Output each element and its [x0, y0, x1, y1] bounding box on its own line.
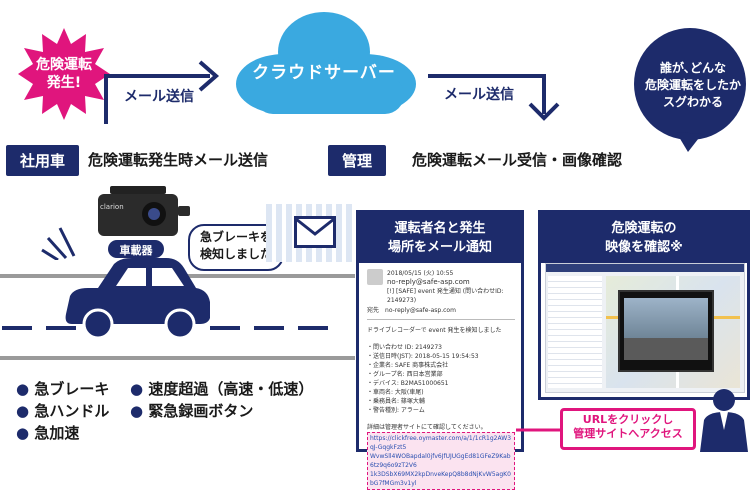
- video-confirm-panel: 危険運転の 映像を確認※: [538, 210, 750, 400]
- email-to: 宛先 no-reply@safe-asp.com: [367, 307, 456, 314]
- mail-panel-title: 運転者名と発生 場所をメール通知: [359, 213, 521, 263]
- feature-item: ● 速度超過（高速・低速）: [130, 380, 314, 398]
- mail-send-label-right: メール送信: [444, 87, 514, 103]
- company-car-tag: 社用車: [6, 145, 80, 176]
- speech-bubble-icon: [634, 28, 746, 152]
- email-line: ・送信日時(JST): 2018-05-15 19:54:53: [367, 353, 479, 360]
- email-line: ・問い合わせ ID: 2149273: [367, 344, 442, 351]
- flow-arrow-left: [104, 60, 220, 124]
- device-brand: clarion: [100, 203, 124, 211]
- sender-avatar: [367, 269, 383, 285]
- video-player[interactable]: [618, 290, 714, 372]
- email-line: ・企業名: SAFE 商事株式会社: [367, 362, 449, 369]
- speed-lines-icon: [41, 227, 76, 260]
- admin-site-screenshot: [545, 263, 745, 393]
- email-line: ・警告種別: アラーム: [367, 407, 425, 414]
- feature-item: ● 急ブレーキ: [16, 380, 110, 398]
- feature-list-col2: ● 速度超過（高速・低速） ● 緊急録画ボタン: [130, 378, 313, 422]
- mail-envelope-icon: [294, 216, 336, 248]
- event-list: [548, 276, 602, 388]
- manager-person-icon: [700, 389, 748, 452]
- mail-notification-panel: 運転者名と発生 場所をメール通知 2018/05/15 (火) 10:55 no…: [356, 210, 524, 490]
- email-intro: ドライブレコーダーで event 発生を検知しました: [367, 327, 502, 334]
- email-date: 2018/05/15 (火) 10:55: [387, 270, 454, 277]
- cta-connector: [516, 428, 564, 432]
- company-car-desc: 危険運転発生時メール送信: [88, 151, 269, 169]
- management-desc: 危険運転メール受信・画像確認: [412, 151, 623, 169]
- device-label: 車載器: [119, 244, 153, 257]
- email-subject: [!] [SAFE] event 発生通知 (問い合わせID: 2149273): [387, 288, 504, 304]
- alert-burst-icon: [18, 28, 110, 120]
- email-footer-note: 詳細は管理者サイトにて確認してください。: [367, 424, 487, 431]
- mail-send-label-left: メール送信: [124, 89, 194, 105]
- dashcam-device-icon: [98, 186, 190, 236]
- video-panel-title: 危険運転の 映像を確認※: [541, 213, 747, 263]
- alert-text: 危険運転 発生!: [36, 57, 92, 91]
- email-line: ・デバイス: B2MA51000651: [367, 380, 449, 387]
- car-icon: [65, 258, 210, 340]
- admin-url-link[interactable]: https://clickfree.oymaster.com/a/1/1cR1g…: [367, 432, 515, 490]
- feature-list-col1: ● 急ブレーキ ● 急ハンドル ● 急加速: [16, 378, 109, 444]
- management-tag: 管理: [328, 145, 387, 176]
- email-preview: 2018/05/15 (火) 10:55 no-reply@safe-asp.c…: [367, 269, 515, 490]
- email-line: ・車両名: 大阪(車尾): [367, 389, 424, 396]
- cloud-icon: [236, 12, 416, 114]
- email-from: no-reply@safe-asp.com: [387, 278, 470, 286]
- device-label-pill: [108, 240, 164, 258]
- feature-item: ● 緊急録画ボタン: [130, 402, 254, 420]
- feature-item: ● 急加速: [16, 424, 80, 442]
- email-line: ・乗務員名: 篠塚大輔: [367, 398, 425, 405]
- feature-item: ● 急ハンドル: [16, 402, 110, 420]
- insight-text: 誰が､どんな 危険運転をしたか スグわかる: [644, 61, 741, 109]
- cloud-server-label: クラウドサーバー: [252, 63, 396, 83]
- email-line: ・グループ名: 西日本営業部: [367, 371, 443, 378]
- access-admin-cta[interactable]: URLをクリックし 管理サイトへアクセス: [560, 408, 696, 450]
- flow-arrow-right: [428, 74, 560, 121]
